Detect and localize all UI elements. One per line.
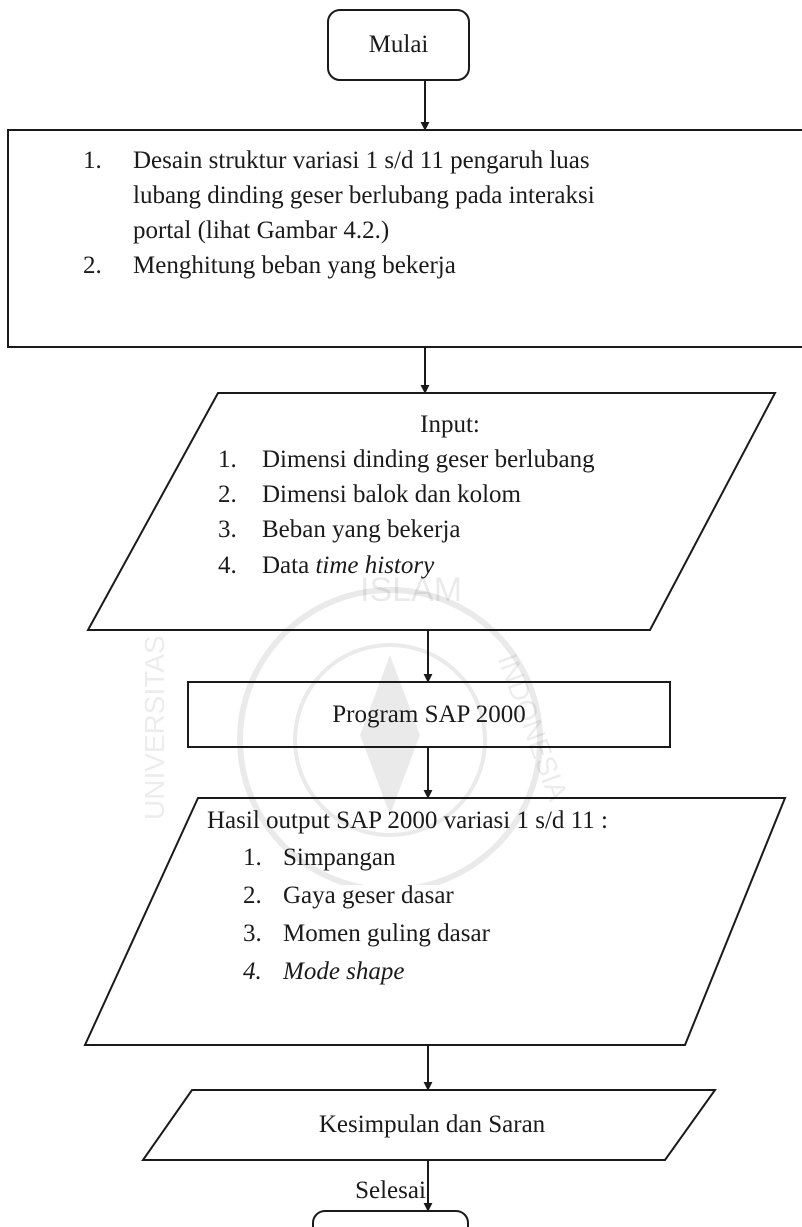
input-parallelogram (86, 392, 777, 631)
watermark-text: ISLAM (360, 571, 463, 609)
watermark-emblem (237, 587, 543, 885)
input-item-2-number: 2. (218, 481, 237, 508)
input-item-4-number: 4. (218, 552, 237, 579)
conclusion-label: Kesimpulan dan Saran (318, 1111, 546, 1138)
input-item-4-italic: time history (315, 552, 435, 579)
input-item-1-number: 1. (218, 446, 237, 473)
output-title: Hasil output SAP 2000 variasi 1 s/d 11 : (207, 807, 608, 834)
output-item-1-text: Simpangan (283, 844, 396, 871)
end-terminal (312, 1210, 469, 1227)
start-label: Mulai (368, 31, 429, 58)
process-item-1-line-3: portal (lihat Gambar 4.2.) (133, 217, 390, 244)
watermark-side-left: UNIVERSITAS (139, 635, 170, 820)
output-item-4-number: 4. (243, 958, 262, 985)
process-design-box (7, 129, 802, 348)
input-item-4-prefix: Data (262, 552, 316, 579)
program-label: Program SAP 2000 (332, 701, 526, 728)
input-item-2-text: Dimensi balok dan kolom (262, 481, 521, 508)
output-item-2-text: Gaya geser dasar (283, 882, 454, 909)
input-item-1-text: Dimensi dinding geser berlubang (262, 446, 595, 473)
conclusion-parallelogram (141, 1089, 717, 1161)
process-item-2-line-1: Menghitung beban yang bekerja (133, 252, 456, 279)
output-item-1-number: 1. (243, 844, 262, 871)
output-item-3-text: Momen guling dasar (283, 920, 490, 947)
start-terminal (327, 9, 470, 81)
process-item-1-line-1: Desain struktur variasi 1 s/d 11 pengaru… (133, 147, 590, 174)
output-item-3-number: 3. (243, 920, 262, 947)
output-parallelogram (83, 797, 787, 1046)
output-item-2-number: 2. (243, 882, 262, 909)
input-item-4-text: Data time history (262, 551, 434, 581)
input-item-3-text: Beban yang bekerja (262, 516, 461, 543)
process-item-1-number: 1. (83, 147, 102, 174)
output-item-4-text: Mode shape (283, 958, 405, 985)
input-title: Input: (420, 411, 480, 438)
process-item-1-line-2: lubang dinding geser berlubang pada inte… (133, 182, 595, 209)
process-item-2-number: 2. (83, 252, 102, 279)
end-label: Selesai (355, 1177, 426, 1204)
input-item-3-number: 3. (218, 516, 237, 543)
